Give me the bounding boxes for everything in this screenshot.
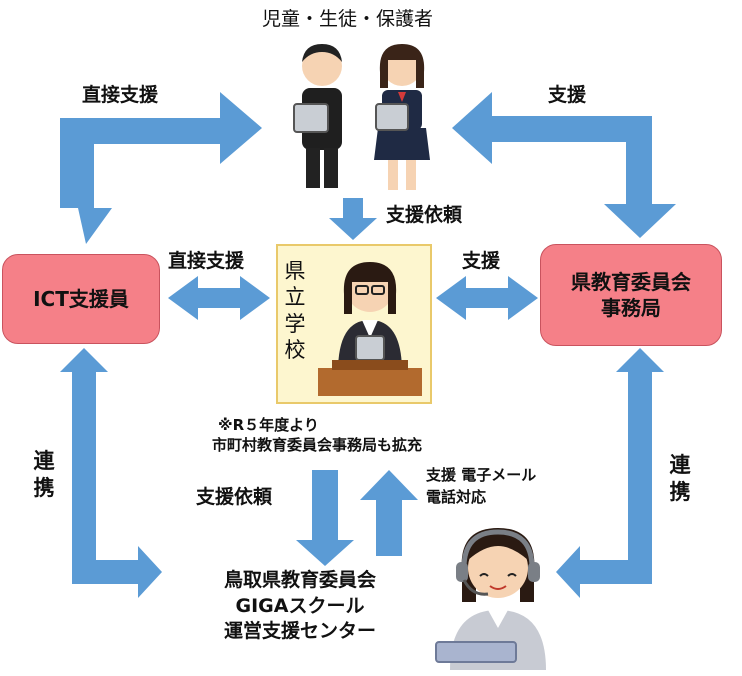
arrow-ict-center: [60, 348, 162, 598]
edge-board-center-label: 連携: [669, 453, 691, 505]
edge-school-to-center-label: 支援依頼: [196, 486, 273, 508]
operator-illustration: [435, 528, 546, 670]
arrow-ict-to-users: [60, 92, 262, 244]
edge-ict-school-label: 直接支援: [168, 250, 245, 272]
ict-supporter-label: ICT支援員: [33, 287, 129, 311]
arrow-board-to-users: [452, 92, 676, 238]
support-center-line2: GIGAスクール: [235, 594, 365, 617]
edge-board-to-users-label: 支援: [548, 84, 587, 106]
board-office-node: 県教育委員会 事務局: [540, 244, 722, 346]
users-label: 児童・生徒・保護者: [262, 8, 434, 30]
teacher-illustration: [318, 262, 422, 396]
edge-ict-center-label: 連携: [33, 449, 55, 501]
note-line2: 市町村教育委員会事務局も拡充: [212, 436, 423, 454]
note-line1: ※R５年度より: [218, 416, 319, 434]
board-office-line2: 事務局: [601, 296, 661, 320]
school-node: 県立学校: [276, 244, 432, 404]
arrow-board-school: [436, 276, 538, 320]
school-label: 県立学校: [284, 259, 306, 362]
edge-school-to-users-label: 支援依頼: [386, 204, 463, 226]
arrow-center-to-school: [360, 470, 418, 556]
ict-supporter-node: ICT支援員: [2, 254, 160, 344]
edge-board-school-label: 支援: [462, 250, 501, 272]
arrow-school-to-center: [296, 470, 354, 566]
arrow-ict-school: [168, 276, 270, 320]
support-center-node: 鳥取県教育委員会 GIGAスクール 運営支援センター: [180, 568, 420, 645]
edge-center-to-school-line2: 電話対応: [426, 488, 487, 506]
arrow-board-center: [556, 348, 664, 598]
support-center-line1: 鳥取県教育委員会: [223, 569, 376, 591]
edge-ict-to-users-label: 直接支援: [82, 84, 159, 106]
arrow-school-to-users: [329, 198, 377, 240]
edge-center-to-school-line1: 支援 電子メール: [426, 466, 537, 484]
board-office-line1: 県教育委員会: [571, 270, 691, 294]
students-illustration: [293, 44, 430, 190]
support-center-line3: 運営支援センター: [223, 620, 376, 643]
